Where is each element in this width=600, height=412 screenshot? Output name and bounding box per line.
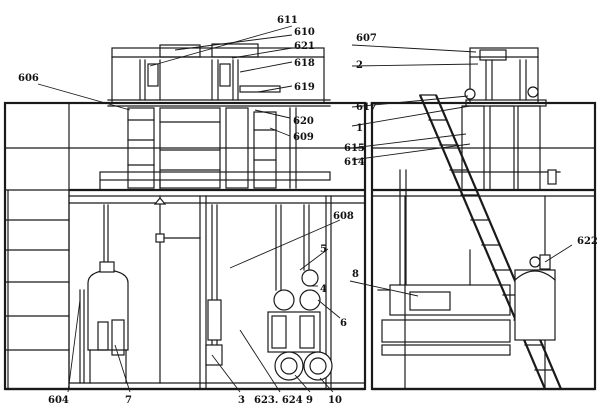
label-6: 6 xyxy=(340,318,347,329)
side-elevation xyxy=(370,47,597,391)
label-2: 2 xyxy=(356,60,363,71)
label-610: 610 xyxy=(294,27,315,38)
label-604: 604 xyxy=(48,395,69,406)
label-617: 617 xyxy=(356,102,377,113)
label-622: 622 xyxy=(577,236,598,247)
label-623-624: 623. 624 xyxy=(254,395,303,406)
access-ladder xyxy=(4,189,70,390)
label-8: 8 xyxy=(352,269,359,280)
label-5: 5 xyxy=(320,244,327,255)
label-615: 615 xyxy=(344,143,365,154)
pump-assembly xyxy=(267,204,333,381)
leader-lines xyxy=(37,25,573,393)
front-frame xyxy=(3,101,367,391)
label-7: 7 xyxy=(125,395,132,406)
label-621: 621 xyxy=(294,41,315,52)
label-618: 618 xyxy=(294,58,315,69)
top-superstructure xyxy=(107,43,331,107)
side-lower-equipment xyxy=(377,169,556,356)
label-9: 9 xyxy=(306,395,313,406)
label-1: 1 xyxy=(356,123,363,134)
label-10: 10 xyxy=(328,395,342,406)
label-619: 619 xyxy=(294,82,315,93)
deck-vessels xyxy=(99,107,331,191)
label-614: 614 xyxy=(344,157,365,168)
side-vessels xyxy=(451,86,561,191)
centre-instrument-line xyxy=(153,195,223,384)
label-4: 4 xyxy=(320,284,327,295)
label-607: 607 xyxy=(356,33,377,44)
label-608: 608 xyxy=(333,211,354,222)
label-609: 609 xyxy=(293,132,314,143)
lower-storage-tank xyxy=(79,204,129,384)
front-elevation xyxy=(3,43,367,391)
label-3: 3 xyxy=(238,395,245,406)
label-620: 620 xyxy=(293,116,314,127)
reference-labels: 611 610 621 618 619 606 620 609 608 5 4 … xyxy=(18,15,598,406)
label-611: 611 xyxy=(277,15,298,26)
label-606: 606 xyxy=(18,73,39,84)
